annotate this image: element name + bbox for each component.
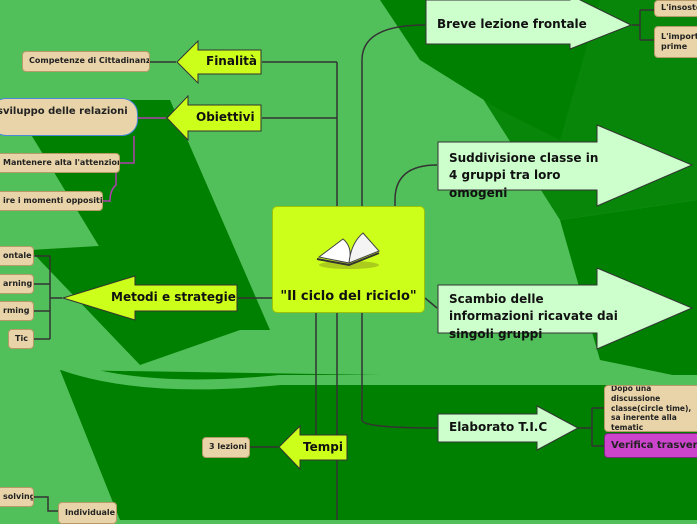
elaborato-node[interactable]: Elaborato T.I.C bbox=[437, 405, 579, 451]
central-node[interactable]: "Il ciclo del riciclo" bbox=[272, 206, 425, 313]
metodo-box[interactable]: arning bbox=[0, 274, 34, 294]
finalita-node[interactable]: Finalità bbox=[176, 40, 262, 84]
central-title: "Il ciclo del riciclo" bbox=[280, 289, 417, 304]
finalita-label: Finalità bbox=[206, 54, 258, 68]
verifica-box[interactable]: Verifica trasvers bbox=[604, 433, 697, 458]
solving-box[interactable]: solving bbox=[0, 487, 34, 507]
metodo-box[interactable]: rming bbox=[0, 301, 34, 321]
breve-lezione-label: Breve lezione frontale bbox=[437, 17, 587, 31]
tempi-label: Tempi bbox=[303, 440, 343, 454]
suddivisione-node[interactable]: Suddivisione classe in 4 gruppi tra loro… bbox=[437, 124, 697, 207]
scambio-label: Scambio delle informazioni ricavate dai … bbox=[449, 292, 618, 341]
obiettivi-label: Obiettivi bbox=[196, 110, 255, 124]
open-book-icon bbox=[316, 232, 380, 269]
momenti-oppositivi-box[interactable]: ire i momenti oppositivi bbox=[0, 191, 103, 211]
metodo-box[interactable]: ontale bbox=[0, 246, 34, 266]
obiettivi-node[interactable]: Obiettivi bbox=[166, 95, 262, 141]
elaborato-label: Elaborato T.I.C bbox=[449, 420, 548, 434]
metodi-node[interactable]: Metodi e strategie bbox=[62, 275, 238, 321]
competenze-box[interactable]: Competenze di Cittadinanza bbox=[22, 51, 150, 72]
individuale-box[interactable]: Individuale bbox=[58, 502, 117, 524]
tempi-node[interactable]: Tempi bbox=[278, 425, 348, 470]
breve-lezione-node[interactable]: Breve lezione frontale bbox=[425, 0, 632, 50]
sviluppo-box[interactable]: sviluppo delle relazioni bbox=[0, 98, 138, 136]
importa-box[interactable]: L'importa prime bbox=[654, 26, 697, 58]
metodi-label: Metodi e strategie bbox=[111, 290, 236, 304]
insoste-box[interactable]: L'insoste bbox=[654, 0, 697, 17]
tre-lezioni-box[interactable]: 3 lezioni bbox=[202, 437, 250, 458]
discussione-box[interactable]: Dopo una discussione classe(circle time)… bbox=[604, 385, 697, 432]
scambio-node[interactable]: Scambio delle informazioni ricavate dai … bbox=[437, 267, 697, 350]
suddivisione-label: Suddivisione classe in 4 gruppi tra loro… bbox=[449, 151, 599, 200]
mantenere-box[interactable]: Mantenere alta l'attenzione bbox=[0, 153, 120, 173]
metodo-box-tic[interactable]: Tic bbox=[8, 329, 34, 349]
